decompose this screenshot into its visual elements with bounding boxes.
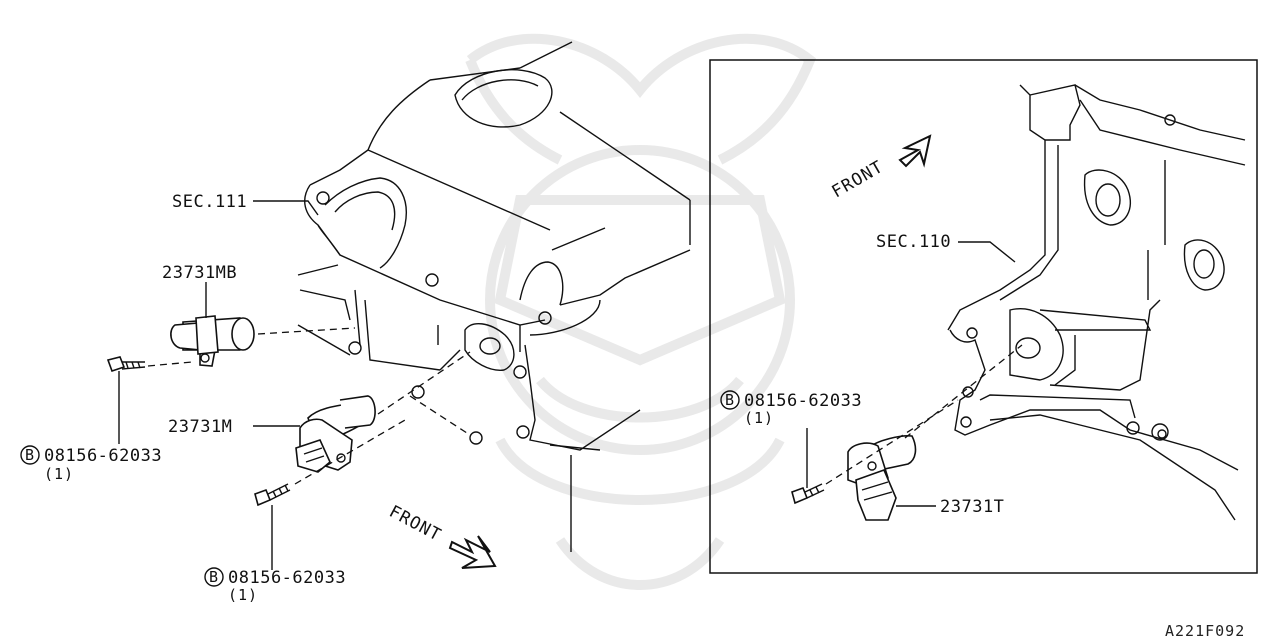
bolt-callout-left-lower: B 08156-62033 (1) [204, 567, 346, 604]
part-23731m-label: 23731M [168, 417, 232, 437]
assembly-line-bolt-upper [147, 361, 193, 367]
sec-110-label: SEC.110 [876, 232, 951, 252]
bolt-left-lower [254, 483, 291, 507]
engine-block-left [297, 41, 691, 552]
assembly-line-t [904, 344, 1023, 439]
assembly-line-m [377, 351, 471, 415]
front-label: FRONT [829, 157, 888, 202]
bolt-left-upper [106, 356, 146, 373]
bolt-circle-letter: B [209, 568, 219, 586]
sec-111-label: SEC.111 [172, 192, 247, 212]
front-label: FRONT [386, 502, 445, 546]
front-arrow-icon [898, 134, 932, 168]
bolt-part-number: 08156-62033 [744, 391, 862, 411]
bolt-quantity: (1) [744, 409, 774, 427]
figure-reference: A221F092 [1165, 622, 1245, 639]
sensor-23731mb [170, 315, 255, 367]
leader-sec110 [958, 241, 1016, 263]
engine-block-right [947, 84, 1246, 521]
part-23731mb-label: 23731MB [162, 263, 237, 283]
right-view: SEC.110 23731T B 08156-62033 (1) FRONT [709, 59, 1258, 574]
assembly-line-mb [257, 327, 356, 335]
bolt-circle-b [20, 445, 40, 465]
sensor-23731t [847, 435, 917, 521]
front-indicator-left: FRONT [386, 502, 497, 569]
bolt-callout-left-upper: B 08156-62033 (1) [20, 445, 162, 483]
assembly-line-bolt-lower [294, 419, 406, 485]
bolt-callout-right: B 08156-62033 (1) [720, 390, 862, 427]
bolt-part-number: 08156-62033 [228, 568, 346, 588]
bolt-right [791, 483, 825, 505]
bolt-quantity: (1) [44, 465, 74, 483]
bolt-circle-letter: B [725, 391, 735, 409]
front-indicator-right: FRONT [829, 134, 932, 202]
bolt-circle-b [720, 390, 740, 410]
bolt-circle-letter: B [25, 446, 35, 464]
bolt-quantity: (1) [228, 586, 258, 604]
assembly-line-bolt-right [825, 399, 959, 485]
bolt-part-number: 08156-62033 [44, 446, 162, 466]
bolt-circle-b [204, 567, 224, 587]
left-view: SEC.111 23731MB 23731M B 08156-62033 (1)… [20, 41, 691, 604]
front-arrow-icon [448, 535, 497, 569]
assembly-line-block [409, 395, 471, 436]
leader-sec111 [253, 200, 319, 216]
part-23731t-label: 23731T [940, 497, 1004, 517]
inset-frame [709, 59, 1258, 574]
sensor-23731m [295, 395, 376, 473]
watermark-emblem [465, 33, 817, 590]
